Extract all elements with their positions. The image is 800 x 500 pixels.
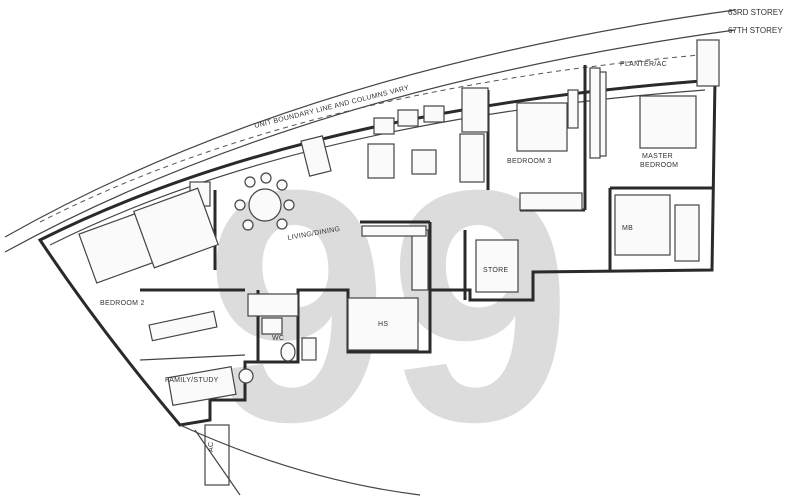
chair <box>234 199 246 211</box>
label-bedroom-2: BEDROOM 2 <box>100 300 145 307</box>
chair <box>244 176 256 188</box>
storey-label-lower: 67TH STOREY <box>728 26 783 35</box>
bed <box>516 102 568 152</box>
chair <box>276 218 288 230</box>
storey-line-lower <box>4 29 736 253</box>
wc-cabinet <box>247 293 299 317</box>
kitchen-counter <box>411 229 429 291</box>
side-table <box>567 89 579 129</box>
wardrobe <box>519 192 583 211</box>
label-family-study: FAMILY/STUDY <box>165 377 219 384</box>
label-hs: HS <box>378 321 388 328</box>
study-shelf <box>148 310 218 342</box>
chair <box>276 179 288 191</box>
wc-toilet <box>280 342 296 362</box>
wc-basin <box>261 317 283 335</box>
column <box>461 87 489 133</box>
wardrobe <box>133 187 219 269</box>
wardrobe <box>589 67 601 159</box>
dining-table <box>248 188 282 222</box>
vanity <box>614 194 671 256</box>
storey-line-upper <box>4 9 736 238</box>
label-planter-ac: PLANTER/AC <box>620 61 667 68</box>
sofa <box>367 143 395 179</box>
hs-room <box>347 297 419 351</box>
label-ac: AC <box>208 442 215 452</box>
coffee-table <box>411 149 437 175</box>
wall-study-top <box>139 354 246 361</box>
column <box>696 39 720 87</box>
armchair <box>373 117 395 135</box>
bed3-door <box>459 133 485 183</box>
chair <box>283 199 295 211</box>
storey-label-upper: 63RD STOREY <box>728 8 784 17</box>
label-master-bedroom-2: BEDROOM <box>640 162 678 169</box>
unit-boundary-line <box>39 54 701 223</box>
label-store: STORE <box>483 267 509 274</box>
kitchen-counter <box>361 225 427 237</box>
armchair <box>397 109 419 127</box>
chair <box>260 172 272 184</box>
side-stool <box>238 368 254 384</box>
label-master-bedroom-1: MASTER <box>642 153 673 160</box>
column <box>300 135 332 177</box>
store-room <box>475 239 519 293</box>
label-bedroom-3: BEDROOM 3 <box>507 158 552 165</box>
chair <box>242 219 254 231</box>
lower-edge-2 <box>194 429 241 496</box>
ac-ledge <box>204 424 230 486</box>
bed <box>639 95 697 149</box>
armchair <box>423 105 445 123</box>
bathtub <box>674 204 700 262</box>
label-wc: WC <box>272 335 284 342</box>
lower-edge <box>179 424 421 496</box>
label-master-bath: MB <box>622 225 633 232</box>
outer-wall <box>37 78 717 427</box>
sofa <box>167 365 237 407</box>
wc-shower <box>301 337 317 361</box>
